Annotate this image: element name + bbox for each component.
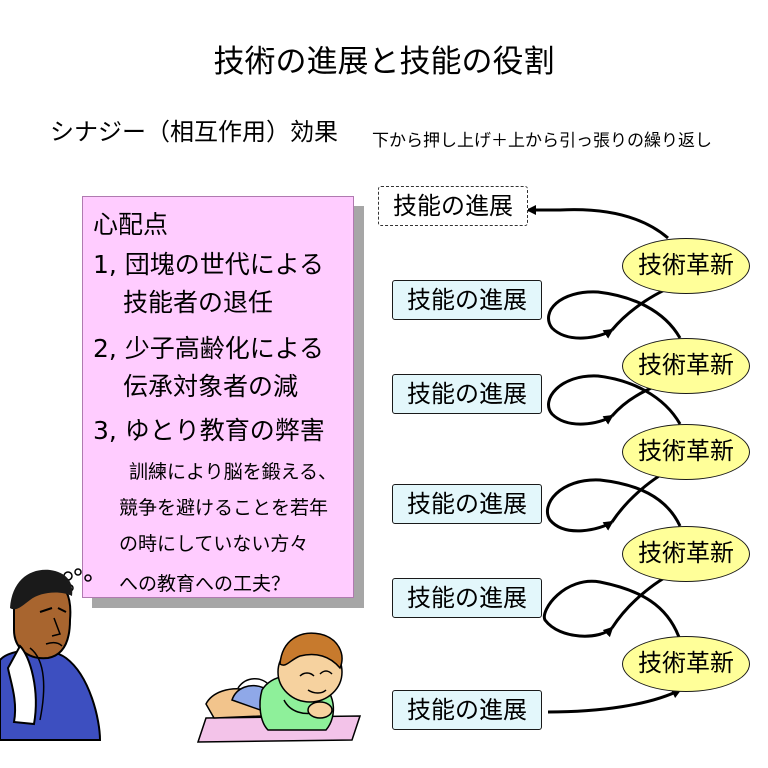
concern-note-4: への教育への工夫？ xyxy=(119,573,291,595)
page-title: 技術の進展と技能の役割 xyxy=(213,44,555,80)
concern-item-2-cont: 伝承対象者の減 xyxy=(123,372,299,401)
skill-progress-bottom: 技能の進展 xyxy=(392,690,542,730)
tech-innovation-5: 技術革新 xyxy=(622,636,750,692)
concern-note-3: の時にしていない方々 xyxy=(119,533,309,555)
concern-heading: 心配点 xyxy=(93,210,169,239)
concern-item-3: 3, ゆとり教育の弊害 xyxy=(93,416,325,445)
connector-arrow xyxy=(547,374,682,426)
concern-item-2: 2, 少子高齢化による xyxy=(93,334,325,363)
repeat-note: 下から押し上げ＋上から引っ張りの繰り返し xyxy=(372,131,712,151)
connector-arrow xyxy=(542,579,682,641)
tech-innovation-1: 技術革新 xyxy=(622,238,750,294)
skill-progress-2: 技能の進展 xyxy=(392,280,542,320)
skill-progress-4: 技能の進展 xyxy=(392,484,542,524)
tech-innovation-2: 技術革新 xyxy=(622,338,750,394)
tech-innovation-3: 技術革新 xyxy=(622,424,750,480)
synergy-subtitle: シナジー（相互作用）効果 xyxy=(50,118,338,146)
tech-innovation-4: 技術革新 xyxy=(622,526,750,582)
connector-arrow xyxy=(526,205,669,240)
concern-item-1-cont: 技能者の退任 xyxy=(123,288,274,317)
concern-note-2: 競争を避けることを若年 xyxy=(119,497,329,519)
concern-note-1: 訓練により脳を鍛える、 xyxy=(129,461,338,483)
skill-progress-top: 技能の進展 xyxy=(378,186,528,226)
connector-arrow xyxy=(546,478,682,533)
concern-panel: 心配点 1, 団塊の世代による 技能者の退任 2, 少子高齢化による 伝承対象者… xyxy=(82,196,354,598)
skill-progress-5: 技能の進展 xyxy=(392,578,542,618)
skill-progress-3: 技能の進展 xyxy=(392,374,542,414)
connector-arrow xyxy=(547,290,682,340)
concern-item-1: 1, 団塊の世代による xyxy=(93,250,325,279)
connector-arrow xyxy=(547,688,682,714)
